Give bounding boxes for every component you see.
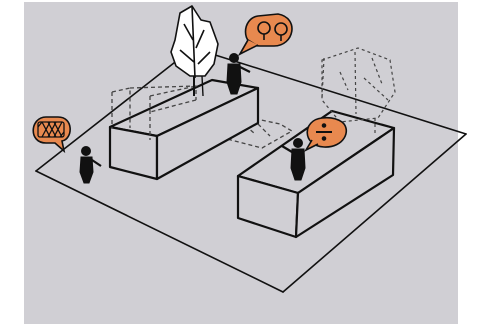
sketch-svg bbox=[0, 0, 484, 329]
sketch-illustration bbox=[0, 0, 484, 329]
